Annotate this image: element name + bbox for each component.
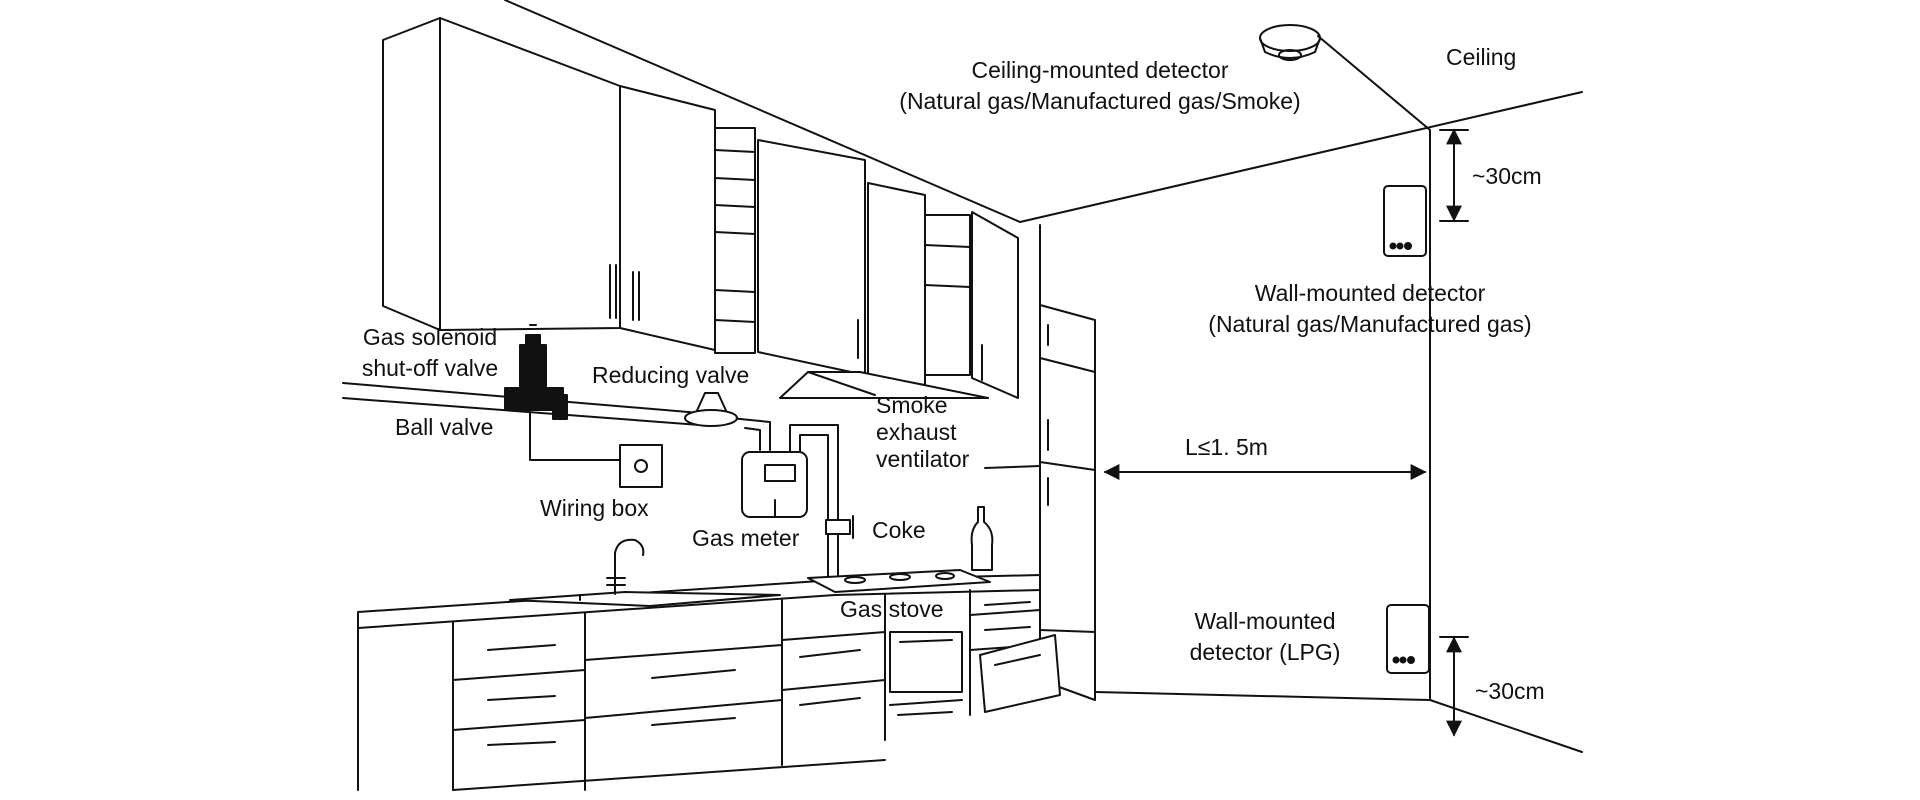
label-solenoid-line1: Gas solenoid xyxy=(362,324,498,350)
reducing-valve-icon xyxy=(684,392,738,427)
upper-cabinets xyxy=(382,17,1019,399)
label-wall-detector-line1: Wall-mounted detector xyxy=(1254,280,1486,306)
sink-icon xyxy=(509,591,781,607)
oven-icon xyxy=(889,631,963,716)
gas-meter-icon xyxy=(741,451,808,518)
label-smoke-line2: exhaust xyxy=(876,419,957,445)
label-ceiling-detector-line2: (Natural gas/Manufactured gas/Smoke) xyxy=(899,88,1301,114)
label-ball-valve: Ball valve xyxy=(395,414,494,440)
label-distance-top: ~30cm xyxy=(1472,163,1542,189)
gas-stove-icon xyxy=(807,569,991,593)
bottle-icon xyxy=(970,506,994,571)
label-distance-limit: L≤1. 5m xyxy=(1185,434,1268,460)
coke-valve-icon xyxy=(825,515,854,539)
wiring-box-icon xyxy=(619,444,663,488)
tall-cabinet xyxy=(1039,304,1096,701)
label-gas-stove: Gas stove xyxy=(840,596,944,622)
label-lpg-detector-line2: detector (LPG) xyxy=(1189,639,1341,665)
ceiling-detector-icon xyxy=(1259,24,1431,131)
drawer-icon xyxy=(979,634,1061,713)
label-wall-detector-line2: (Natural gas/Manufactured gas) xyxy=(1208,311,1532,337)
label-lpg-detector-line1: Wall-mounted xyxy=(1194,608,1336,634)
wall-detector-icon xyxy=(1383,185,1427,257)
dimension-arrow-top xyxy=(1439,128,1469,222)
label-smoke-line3: ventilator xyxy=(876,446,970,472)
dimension-arrow-bottom xyxy=(1439,636,1469,737)
label-coke: Coke xyxy=(872,517,926,543)
label-smoke-line1: Smoke xyxy=(876,392,948,418)
label-ceiling-detector-line1: Ceiling-mounted detector xyxy=(971,57,1229,83)
ball-valve-icon xyxy=(552,394,568,420)
label-wiring-box: Wiring box xyxy=(540,495,649,521)
label-reducing-valve: Reducing valve xyxy=(592,362,750,388)
label-ceiling: Ceiling xyxy=(1446,44,1517,70)
label-gas-meter: Gas meter xyxy=(692,525,800,551)
label-solenoid-line2: shut-off valve xyxy=(361,355,499,381)
label-distance-bottom: ~30cm xyxy=(1475,678,1545,704)
leader-lines xyxy=(807,371,1041,469)
range-hood xyxy=(779,371,989,399)
faucet-icon xyxy=(606,538,645,595)
lpg-detector-icon xyxy=(1386,604,1430,674)
